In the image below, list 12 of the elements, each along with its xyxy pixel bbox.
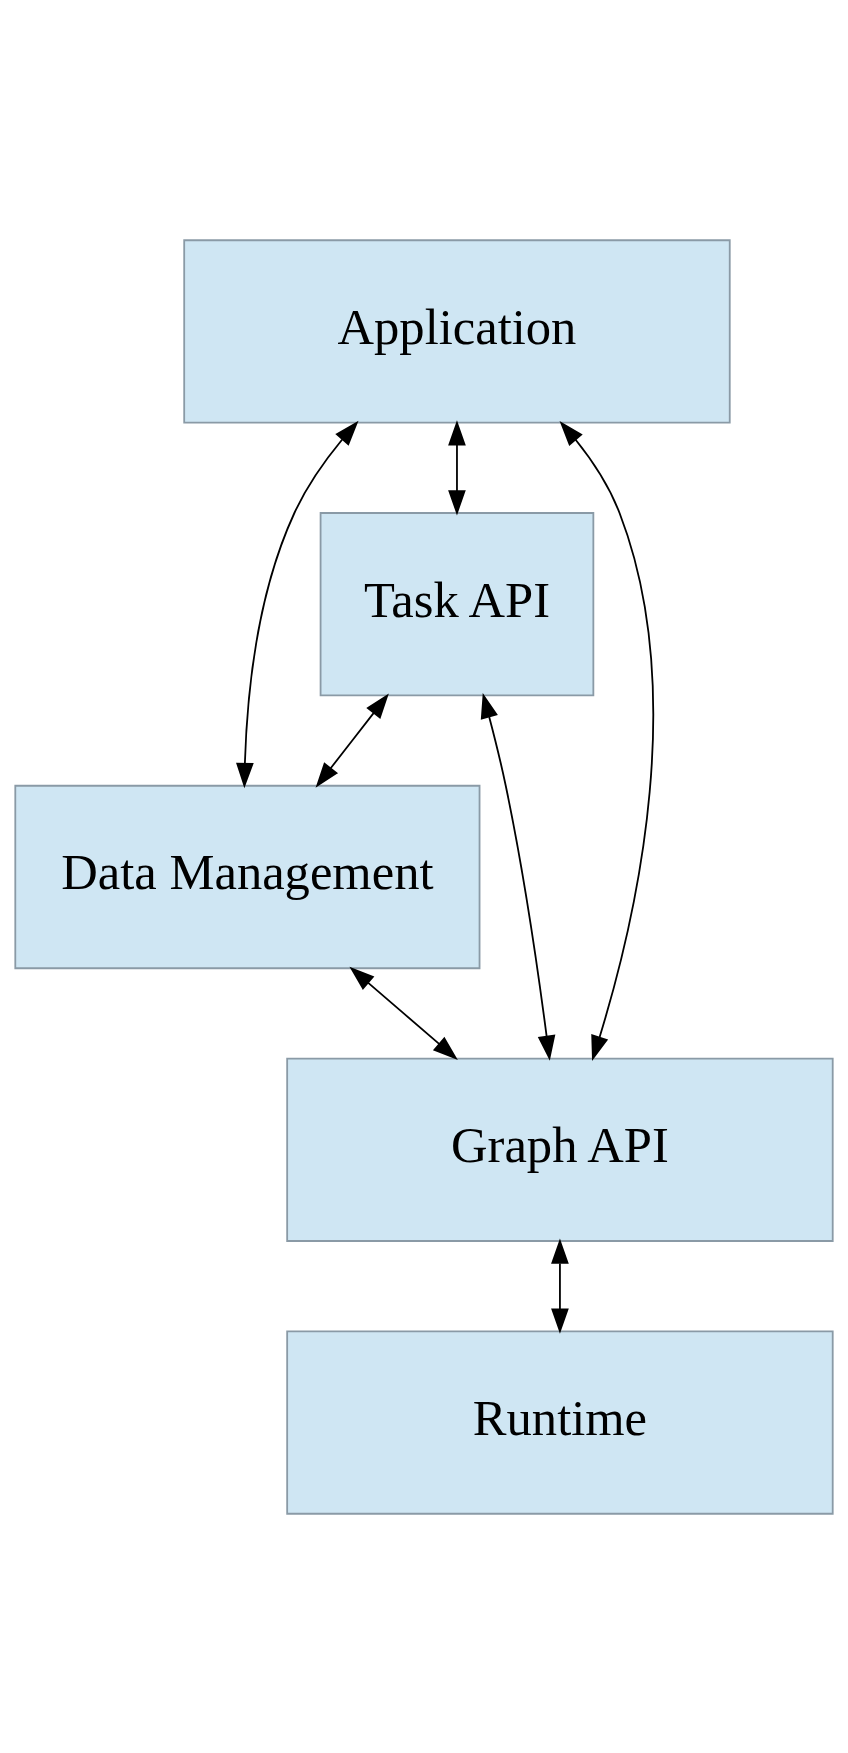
arrow xyxy=(448,419,466,515)
arrow xyxy=(551,1237,569,1334)
node-box: Graph API xyxy=(286,1057,834,1242)
arrow xyxy=(559,420,654,1061)
node-box: Data Management xyxy=(14,784,481,969)
arrow xyxy=(315,693,389,788)
node-box: Task API xyxy=(319,511,595,696)
arrow xyxy=(480,692,556,1061)
arrow xyxy=(349,966,458,1060)
node-box: Application xyxy=(183,238,731,424)
node-box: Runtime xyxy=(286,1329,834,1515)
arrow xyxy=(236,420,359,788)
